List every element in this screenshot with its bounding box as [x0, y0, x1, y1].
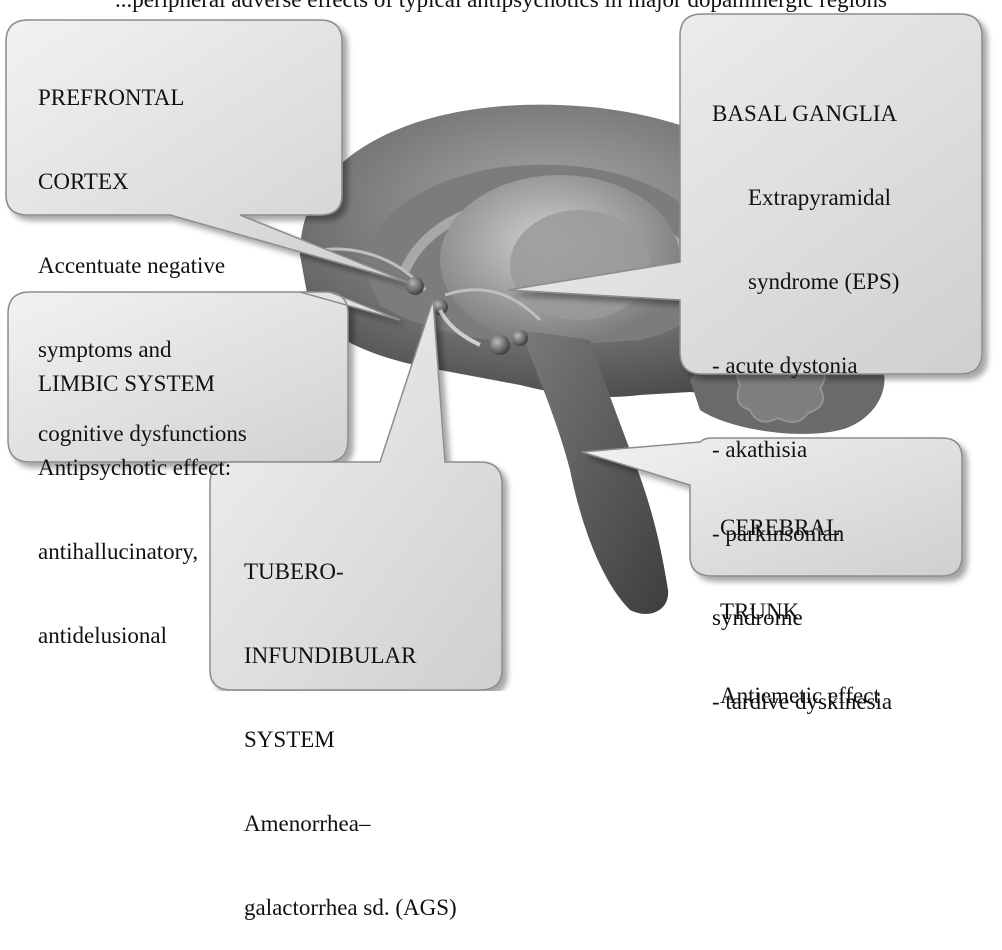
tubero-effect-line: Amenorrhea–: [244, 810, 457, 838]
basal-title-line: BASAL GANGLIA: [712, 100, 899, 128]
tubero-effect-line: galactorrhea sd. (AGS): [244, 894, 457, 922]
prefrontal-title-line: CORTEX: [38, 168, 247, 196]
top-caption-fragment: ...peripheral adverse effects of typical…: [0, 0, 1002, 14]
node-substantia-nigra: [490, 335, 510, 355]
limbic-effect-line: antihallucinatory,: [38, 538, 231, 566]
node-pituitary: [512, 330, 528, 346]
cerebral-title-line: CEREBRAL: [720, 514, 880, 542]
thalamus-region: [510, 210, 650, 320]
basal-effect-line: syndrome (EPS): [712, 268, 899, 296]
limbic-effect-line: antidelusional: [38, 622, 231, 650]
limbic-text: LIMBIC SYSTEM Antipsychotic effect: anti…: [38, 314, 231, 678]
limbic-effect-line: Antipsychotic effect:: [38, 454, 231, 482]
cerebral-effect-line: Antiemetic effect: [720, 682, 880, 710]
basal-effect-line: Extrapyramidal: [712, 184, 899, 212]
basal-list-item: - acute dystonia: [712, 352, 899, 380]
node-vta: [406, 277, 424, 295]
tubero-title-line: INFUNDIBULAR: [244, 642, 457, 670]
prefrontal-title-line: PREFRONTAL: [38, 84, 247, 112]
tubero-title-line: TUBERO-: [244, 558, 457, 586]
cerebral-text: CEREBRAL TRUNK Antiemetic effect: [720, 458, 880, 738]
limbic-title-line: LIMBIC SYSTEM: [38, 370, 231, 398]
tubero-text: TUBERO- INFUNDIBULAR SYSTEM Amenorrhea– …: [244, 502, 457, 950]
prefrontal-effect-line: Accentuate negative: [38, 252, 247, 280]
tubero-title-line: SYSTEM: [244, 726, 457, 754]
cerebral-title-line: TRUNK: [720, 598, 880, 626]
